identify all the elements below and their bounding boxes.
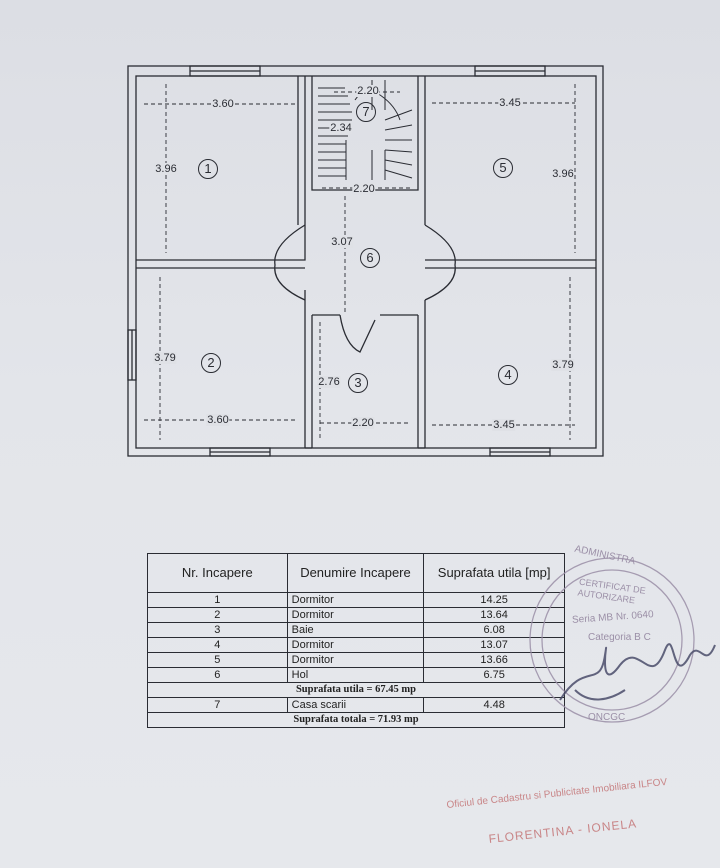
row-name: Dormitor [286, 637, 425, 653]
door-swing-room5-room4 [424, 224, 456, 301]
door-swing-room1-room2 [274, 224, 306, 301]
header-nr: Nr. Incapere [147, 553, 288, 593]
dim-stair-bottom: 2.20 [352, 183, 376, 195]
header-area: Suprafata utila [mp] [423, 553, 565, 593]
row-area: 14.25 [423, 592, 565, 608]
room-number-5: 5 [493, 158, 513, 178]
stamp-text-4: Categoria B C [588, 632, 651, 643]
table-row: 5 Dormitor 13.66 [147, 652, 565, 668]
row-nr: 6 [147, 667, 288, 683]
table-row: 6 Hol 6.75 [147, 667, 565, 683]
dim-room5-height: 3.96 [551, 168, 575, 180]
row-area: 6.75 [423, 667, 565, 683]
grand-total-row: Suprafata totala = 71.93 mp [147, 712, 565, 728]
row-name: Dormitor [286, 607, 425, 623]
useful-total: Suprafata utila = 67.45 mp [147, 682, 565, 698]
table-row: 2 Dormitor 13.64 [147, 607, 565, 623]
row-nr: 2 [147, 607, 288, 623]
dim-stair-top: 2.20 [356, 85, 380, 97]
stamp-text-5: ONCGC [588, 712, 626, 723]
row-name: Dormitor [286, 592, 425, 608]
window-room2-left [127, 329, 137, 381]
area-table: Nr. Incapere Denumire Incapere Suprafata… [147, 553, 565, 728]
dim-room2-width: 3.60 [206, 414, 230, 426]
window-room1 [189, 65, 261, 77]
table-row: 3 Baie 6.08 [147, 622, 565, 638]
room-number-1: 1 [198, 159, 218, 179]
door-swing-bath [339, 314, 376, 353]
dim-room4-width: 3.45 [492, 419, 516, 431]
window-room4-bottom [489, 447, 551, 457]
dim-room4-height: 3.79 [551, 359, 575, 371]
room-number-2: 2 [201, 353, 221, 373]
useful-total-row: Suprafata utila = 67.45 mp [147, 682, 565, 698]
wall-room1 [136, 76, 306, 261]
room-number-6: 6 [360, 248, 380, 268]
dim-room5-width: 3.45 [498, 97, 522, 109]
dim-room2-height: 3.79 [153, 352, 177, 364]
row-name: Hol [286, 667, 425, 683]
dim-hall-height: 3.07 [330, 236, 354, 248]
dim-room1-height: 3.96 [154, 163, 178, 175]
room-number-3: 3 [348, 373, 368, 393]
row-nr: 3 [147, 622, 288, 638]
row-name: Dormitor [286, 652, 425, 668]
table-header-row: Nr. Incapere Denumire Incapere Suprafata… [147, 553, 565, 593]
dim-room1-width: 3.60 [211, 98, 235, 110]
grand-total: Suprafata totala = 71.93 mp [147, 712, 565, 728]
row-name: Baie [286, 622, 425, 638]
row-nr: 5 [147, 652, 288, 668]
row-area: 13.66 [423, 652, 565, 668]
room-number-4: 4 [498, 365, 518, 385]
row-nr: 1 [147, 592, 288, 608]
outer-wall-outer [127, 65, 604, 457]
dim-bath-height: 2.76 [317, 376, 341, 388]
dim-stair-side: 2.34 [329, 122, 353, 134]
window-room5 [474, 65, 546, 77]
row-area: 4.48 [423, 697, 565, 713]
table-row: 1 Dormitor 14.25 [147, 592, 565, 608]
window-room2-bottom [209, 447, 271, 457]
table-row-stairs: 7 Casa scarii 4.48 [147, 697, 565, 713]
outer-wall-inner [135, 75, 597, 449]
dim-bath-width: 2.20 [351, 417, 375, 429]
row-name: Casa scarii [286, 697, 425, 713]
row-nr: 4 [147, 637, 288, 653]
row-area: 13.07 [423, 637, 565, 653]
table-row: 4 Dormitor 13.07 [147, 637, 565, 653]
room-number-7: 7 [356, 102, 376, 122]
header-name: Denumire Incapere [286, 553, 425, 593]
row-area: 6.08 [423, 622, 565, 638]
wall-bath [311, 314, 419, 448]
row-area: 13.64 [423, 607, 565, 623]
row-nr: 7 [147, 697, 288, 713]
stair-treads [318, 80, 413, 180]
